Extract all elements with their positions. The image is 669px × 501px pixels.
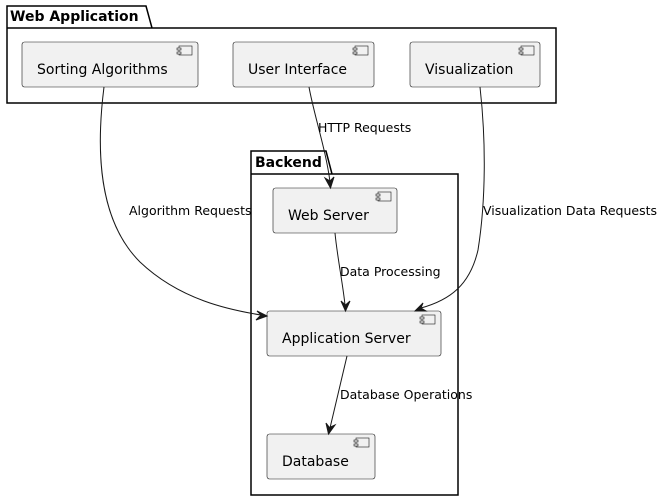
edge-algorithm-requests-arrowhead [255, 310, 269, 321]
component-application-server-label: Application Server [282, 331, 411, 347]
component-user-interface-box [232, 41, 375, 88]
component-web-server: Web Server [272, 187, 398, 234]
edge-visualization-data-requests-arrowhead [413, 302, 428, 312]
edge-database-operations: Database Operations [325, 355, 472, 436]
edge-database-operations-arrowhead [325, 422, 337, 436]
component-web-server-label: Web Server [288, 208, 369, 224]
component-application-server: Application Server [266, 310, 442, 357]
edge-http-requests: HTTP Requests [308, 86, 411, 190]
edge-data-processing-line [334, 232, 346, 306]
component-database-box [266, 433, 376, 480]
edge-data-processing-label: Data Processing [340, 264, 441, 279]
edge-algorithm-requests: Algorithm Requests [99, 86, 269, 321]
edge-database-operations-line [329, 355, 348, 429]
component-sorting-algorithms: Sorting Algorithms [21, 41, 199, 88]
component-visualization-label: Visualization [425, 62, 513, 78]
edge-http-requests-arrowhead [323, 176, 335, 190]
edge-http-requests-label: HTTP Requests [318, 120, 411, 135]
package-backend-title: Backend [255, 155, 322, 171]
component-user-interface: User Interface [232, 41, 375, 88]
component-icon [419, 314, 436, 325]
component-user-interface-label: User Interface [248, 62, 347, 78]
component-sorting-algorithms-box [21, 41, 199, 88]
edge-visualization-data-requests: Visualization Data Requests [413, 86, 657, 312]
edge-data-processing-arrowhead [340, 300, 351, 313]
component-icon [176, 45, 193, 56]
edge-algorithm-requests-label: Algorithm Requests [129, 203, 251, 218]
component-database-label: Database [282, 454, 349, 470]
component-icon [352, 45, 369, 56]
component-database: Database [266, 433, 376, 480]
edge-visualization-data-requests-label: Visualization Data Requests [483, 203, 657, 218]
component-visualization-box [409, 41, 541, 88]
edge-http-requests-line [308, 86, 331, 183]
edge-algorithm-requests-line [99, 86, 262, 316]
edge-visualization-data-requests-line [420, 86, 485, 309]
component-icon [353, 437, 370, 448]
package-web-application-title: Web Application [10, 9, 139, 25]
edge-database-operations-label: Database Operations [340, 387, 472, 402]
component-icon [518, 45, 535, 56]
component-icon [375, 191, 392, 202]
component-visualization: Visualization [409, 41, 541, 88]
edge-data-processing: Data Processing [334, 232, 441, 313]
component-sorting-algorithms-label: Sorting Algorithms [37, 62, 168, 78]
component-application-server-box [266, 310, 442, 357]
